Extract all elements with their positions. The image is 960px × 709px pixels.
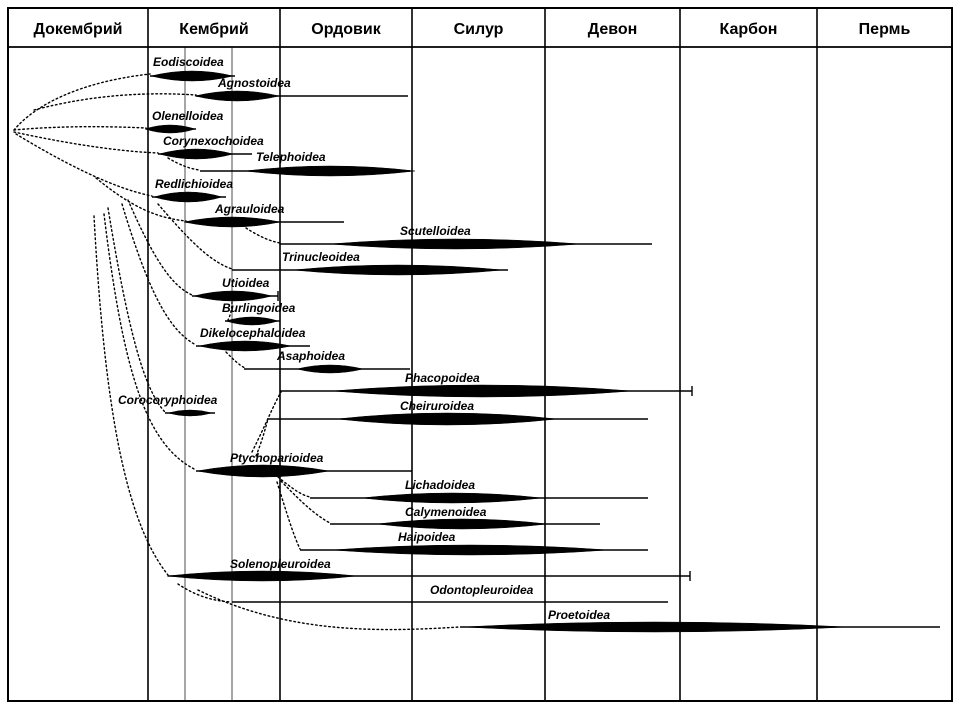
taxon-label: Telephoidea bbox=[256, 150, 326, 164]
phylogeny-connector bbox=[13, 125, 147, 131]
taxon-abundance-spindle bbox=[292, 264, 504, 276]
phylogeny-connector bbox=[225, 351, 246, 369]
taxon-abundance-spindle bbox=[462, 621, 848, 633]
phylogeny-connector bbox=[280, 480, 331, 524]
taxon-label: Redlichioidea bbox=[155, 177, 233, 191]
phylogeny-connector bbox=[251, 391, 282, 453]
phylogeny-connector bbox=[177, 583, 232, 603]
taxon-label: Corynexochoidea bbox=[163, 134, 264, 148]
taxon-abundance-spindle bbox=[361, 492, 543, 504]
period-label: Докембрий bbox=[33, 21, 122, 38]
taxon-label: Dikelocephaloidea bbox=[200, 326, 306, 340]
taxon-abundance-spindle bbox=[193, 290, 273, 302]
taxon-label: Corocoryphoidea bbox=[118, 393, 218, 407]
taxon-label: Olenelloidea bbox=[152, 109, 224, 123]
taxon-abundance-spindle bbox=[331, 544, 609, 556]
taxon-label: Calymenoidea bbox=[405, 505, 487, 519]
taxon-label: Utioidea bbox=[222, 276, 270, 290]
taxon-abundance-spindle bbox=[167, 409, 213, 417]
phylogeny-connector bbox=[107, 207, 166, 413]
taxon-label: Ptychoparioidea bbox=[230, 451, 324, 465]
phylogeny-connector bbox=[103, 213, 197, 471]
phylogeny-connector bbox=[227, 301, 233, 321]
taxon-abundance-spindle bbox=[153, 191, 223, 203]
period-label: Кембрий bbox=[179, 21, 248, 38]
taxon-abundance-spindle bbox=[198, 340, 292, 352]
taxon-abundance-spindle bbox=[329, 238, 581, 250]
taxon-abundance-spindle bbox=[150, 70, 234, 82]
phylogeny-connector bbox=[127, 199, 193, 296]
taxon-label: Solenopleuroidea bbox=[230, 557, 331, 571]
taxon-label: Burlingoidea bbox=[222, 301, 296, 315]
taxon-abundance-spindle bbox=[244, 165, 416, 177]
taxon-abundance-spindle bbox=[225, 316, 279, 326]
taxon-label: Agrauloidea bbox=[214, 202, 285, 216]
taxon-label: Agnostoidea bbox=[217, 76, 291, 90]
taxon-abundance-spindle bbox=[376, 518, 548, 530]
taxon-label: Odontopleuroidea bbox=[430, 583, 534, 597]
taxon-abundance-spindle bbox=[296, 364, 364, 374]
period-label: Силур bbox=[454, 21, 504, 38]
diagram-border bbox=[7, 7, 953, 702]
phylogeny-connector bbox=[167, 157, 201, 171]
taxon-label: Eodiscoidea bbox=[153, 55, 224, 69]
taxon-label: Proetoidea bbox=[548, 608, 610, 622]
period-label: Карбон bbox=[720, 21, 778, 38]
taxon-label: Trinucleoidea bbox=[282, 250, 360, 264]
taxon-label: Phacopoidea bbox=[405, 371, 480, 385]
phylogeny-connector bbox=[121, 203, 197, 346]
phylogeny-connector bbox=[93, 215, 169, 576]
taxon-label: Haipoidea bbox=[398, 530, 456, 544]
phylogeny-connector bbox=[15, 133, 153, 197]
taxon-abundance-spindle bbox=[196, 464, 330, 478]
phylogeny-connector bbox=[33, 93, 197, 111]
phylogeny-connector bbox=[277, 476, 311, 498]
period-label: Девон bbox=[588, 21, 638, 38]
taxon-abundance-spindle bbox=[194, 90, 280, 102]
phylogeny-connector bbox=[157, 203, 233, 270]
phylogeny-connector bbox=[276, 481, 301, 550]
phylogeny-connector bbox=[197, 589, 461, 631]
taxon-label: Scutelloidea bbox=[400, 224, 471, 238]
phylogeny-connector bbox=[13, 131, 159, 154]
period-label: Пермь bbox=[859, 21, 911, 38]
period-label: Ордовик bbox=[311, 21, 381, 38]
taxon-abundance-spindle bbox=[144, 124, 196, 134]
phylogeny-connector bbox=[255, 418, 269, 457]
taxon-label: Lichadoidea bbox=[405, 478, 475, 492]
taxon-abundance-spindle bbox=[331, 384, 633, 398]
taxon-label: Cheiruroidea bbox=[400, 399, 474, 413]
taxon-abundance-spindle bbox=[336, 412, 558, 426]
phylogeny-connector bbox=[95, 177, 187, 222]
taxon-abundance-spindle bbox=[183, 216, 281, 228]
taxon-label: Asaphoidea bbox=[276, 349, 345, 363]
taxon-abundance-spindle bbox=[166, 570, 358, 582]
taxon-abundance-spindle bbox=[158, 148, 234, 160]
phylogeny-connector bbox=[245, 227, 281, 244]
